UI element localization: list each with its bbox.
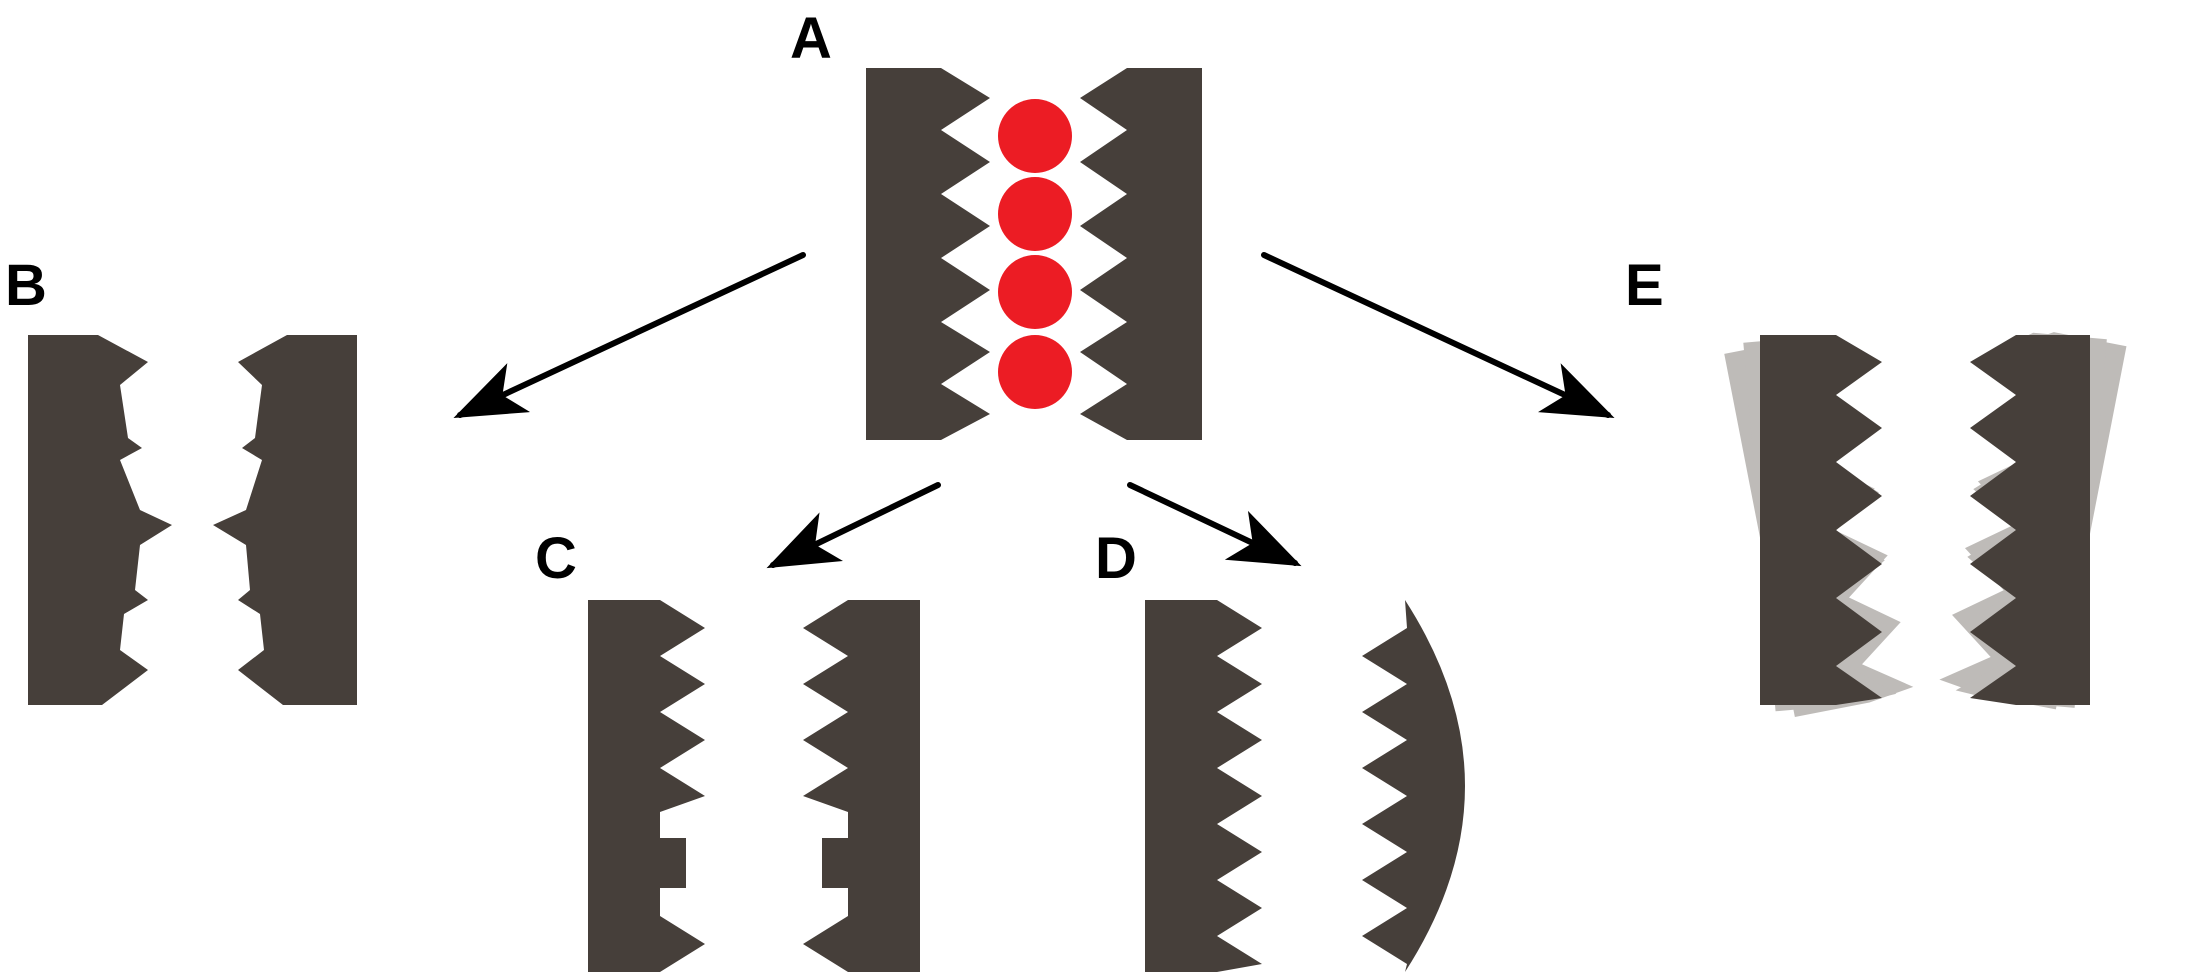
panel-a-left-jaw	[866, 68, 990, 440]
panel-d-left-jaw	[1145, 600, 1262, 972]
panel-e-right-jaw	[1970, 335, 2090, 705]
panel-c-left-jaw	[588, 600, 705, 972]
panel-b-label: B	[5, 253, 47, 318]
panel-c: C	[535, 526, 920, 972]
arrow-a-to-c	[766, 482, 941, 569]
arrow-a-to-b	[453, 252, 806, 419]
panel-a-right-jaw	[1080, 68, 1202, 440]
particle	[998, 177, 1072, 251]
particle	[998, 99, 1072, 173]
panel-d-label: D	[1095, 526, 1137, 591]
panel-c-right-jaw	[803, 600, 920, 972]
panel-e-label: E	[1625, 253, 1664, 318]
panel-b: B	[5, 253, 357, 705]
arrow-a-to-d	[1127, 482, 1302, 567]
particle	[998, 335, 1072, 409]
panel-b-right-jaw	[213, 335, 357, 705]
panel-d-right-jaw	[1362, 600, 1465, 972]
panel-b-left-jaw	[28, 335, 172, 705]
panel-e: E	[1625, 253, 2127, 718]
panel-a: A	[790, 6, 1202, 440]
panel-c-label: C	[535, 526, 577, 591]
arrow-a-to-e	[1261, 252, 1615, 419]
particle	[998, 255, 1072, 329]
flow-arrows	[453, 252, 1615, 569]
panel-e-left-jaw	[1760, 335, 1882, 705]
panel-a-label: A	[790, 6, 832, 71]
panel-d: D	[1095, 526, 1465, 972]
